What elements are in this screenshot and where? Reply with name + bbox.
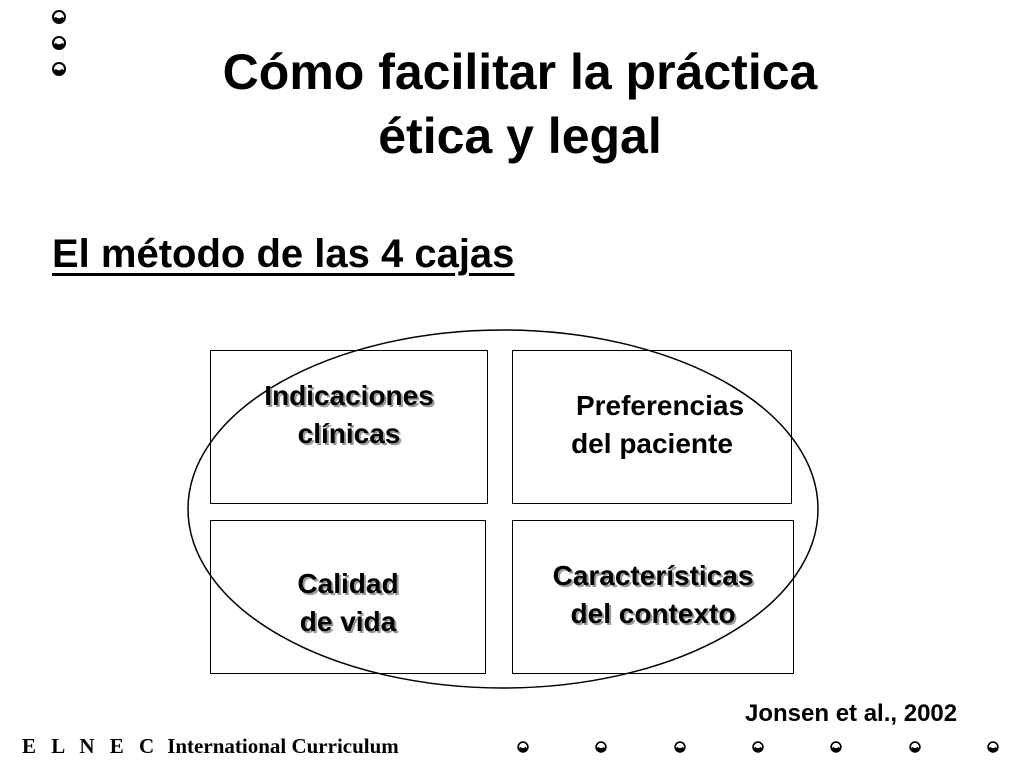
footer-brand: E L N E C International Curriculum: [22, 734, 399, 759]
footer-elnec: E L N E C: [22, 734, 160, 758]
crescent-bullet-icon: [827, 738, 845, 756]
slide-title-line-2: ética y legal: [378, 108, 662, 164]
box-quality-of-life-line-1: Calidad: [297, 568, 399, 599]
crescent-bullet-icon: [984, 738, 1002, 756]
crescent-bullet-icon: [48, 32, 70, 54]
box-clinical-indications: Indicaciones clínicas: [210, 350, 488, 504]
top-bullet-column: [48, 6, 70, 80]
crescent-bullet-icon: [514, 738, 532, 756]
slide-subtitle: El método de las 4 cajas: [52, 232, 515, 276]
box-clinical-indications-line-1: Indicaciones: [264, 380, 434, 411]
box-quality-of-life-line-2: de vida: [299, 606, 397, 637]
box-contextual-features: Características del contexto: [512, 520, 794, 674]
box-quality-of-life: Calidad de vida: [210, 520, 486, 674]
box-patient-preferences-line-1: Preferencias: [575, 390, 745, 421]
citation: Jonsen et al., 2002: [745, 700, 958, 727]
crescent-bullet-icon: [749, 738, 767, 756]
crescent-bullet-icon: [671, 738, 689, 756]
box-contextual-features-line-1: Características: [552, 560, 754, 591]
grouping-ellipse: [187, 329, 819, 689]
footer-program: International Curriculum: [167, 734, 399, 758]
box-patient-preferences: Preferencias del paciente: [512, 350, 792, 504]
crescent-bullet-icon: [592, 738, 610, 756]
slide-title: Cómo facilitar la práctica ética y legal: [100, 40, 940, 168]
box-clinical-indications-line-2: clínicas: [297, 418, 401, 449]
slide-title-line-1: Cómo facilitar la práctica: [222, 44, 818, 100]
crescent-bullet-icon: [48, 6, 70, 28]
crescent-bullet-icon: [48, 58, 70, 80]
box-contextual-features-line-2: del contexto: [570, 598, 736, 629]
crescent-bullet-icon: [906, 738, 924, 756]
footer-bullet-row: [514, 738, 1002, 756]
box-patient-preferences-line-2: del paciente: [571, 428, 733, 459]
